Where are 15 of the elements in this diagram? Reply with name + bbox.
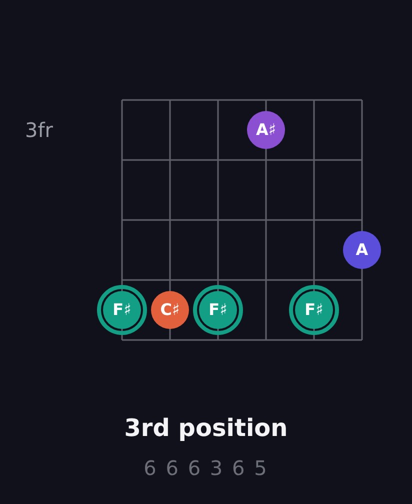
note-name: F♯ bbox=[304, 302, 324, 318]
note-marker bbox=[343, 231, 381, 269]
note-marker bbox=[247, 111, 285, 149]
note-name: F♯ bbox=[208, 302, 228, 318]
root-note-marker bbox=[193, 285, 243, 335]
note-name: A♯ bbox=[256, 122, 276, 138]
note-marker bbox=[151, 291, 189, 329]
root-note-marker bbox=[289, 285, 339, 335]
position-title: 3rd position bbox=[123, 414, 289, 443]
root-note-marker bbox=[97, 285, 147, 335]
fret-marker: 3fr bbox=[25, 120, 53, 140]
note-name: C♯ bbox=[160, 302, 180, 318]
fret-sequence: 6 6 6 3 6 5 bbox=[144, 458, 268, 478]
note-name: F♯ bbox=[112, 302, 132, 318]
note-name: A bbox=[356, 242, 368, 258]
